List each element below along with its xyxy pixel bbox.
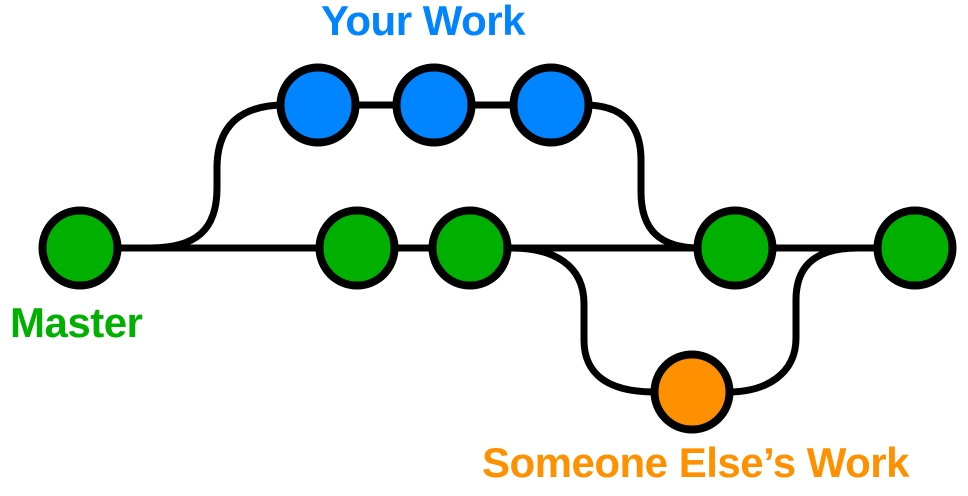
feature-merge-curve [584,101,701,252]
commit-node-someone-else-1 [650,350,734,434]
someone-elses-work-branch-label: Someone Else’s Work [482,439,910,486]
commit-node-your-work-2 [392,63,476,147]
commit-node-master-5 [873,206,957,290]
commit-node-master-3 [428,206,512,290]
commit-node-master-1 [38,206,122,290]
master-branch-label: Master [10,299,143,346]
others-branch-out-curve [511,244,656,396]
commit-node-your-work-3 [509,63,593,147]
commit-node-master-2 [315,206,399,290]
commit-node-master-4 [693,206,777,290]
commit-node-your-work-1 [276,63,360,147]
your-work-branch-label: Your Work [321,0,525,44]
others-merge-curve [727,244,859,396]
feature-branch-out-curve [149,101,286,252]
